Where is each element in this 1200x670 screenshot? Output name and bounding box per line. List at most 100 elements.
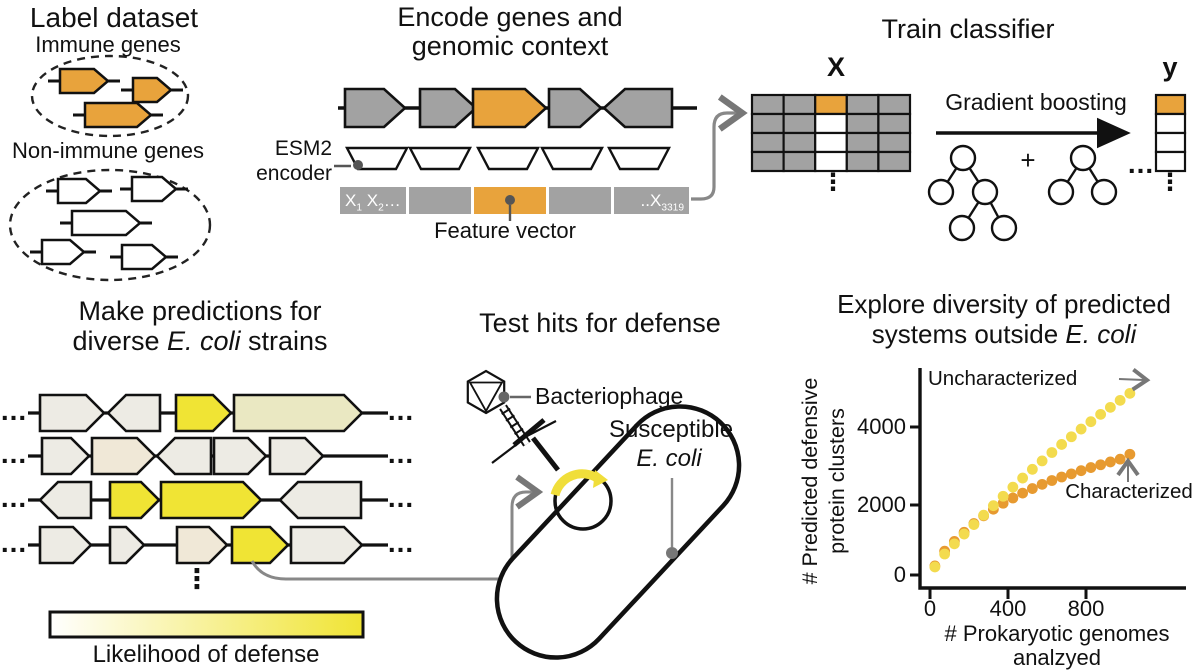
matrix-cell [750, 150, 785, 173]
scatter-dot-characterized [1056, 471, 1068, 483]
scatter-dot-uncharacterized [958, 528, 970, 540]
encode-genes-group [343, 87, 674, 129]
scatter-dot-characterized [1017, 487, 1029, 499]
gene-arrow [56, 177, 102, 205]
scatter-dot-uncharacterized [1095, 408, 1107, 420]
feature-vector-segment [549, 187, 611, 214]
train-classifier-title: Train classifier [881, 14, 1055, 44]
gene-arrow [174, 393, 233, 433]
plasmid-defense-gene [550, 469, 600, 497]
characterized-annotation: Characterized [1065, 480, 1193, 503]
gene-arrow [40, 238, 86, 266]
gene-arrow [131, 76, 173, 104]
scatter-dot-uncharacterized [1046, 447, 1058, 458]
scatter-dot-characterized [1036, 478, 1048, 490]
matrix-cell [782, 93, 817, 116]
phage-head [466, 369, 506, 415]
tree-node [1069, 144, 1097, 172]
uncharacterized-annotation: Uncharacterized [928, 367, 1078, 390]
immune-genes-group [48, 67, 183, 129]
y-vector-cell [1154, 131, 1187, 154]
scatter-x-axis-label-line1: # Prokaryotic genomes [944, 621, 1170, 646]
gene-arrow [38, 480, 93, 520]
explore-title-line1: Explore diversity of predicted [837, 289, 1171, 319]
feature-matrix [750, 93, 912, 173]
tree-node [990, 214, 1018, 242]
matrix-cell [877, 131, 912, 154]
scatter-dot-characterized [1124, 448, 1136, 460]
scatter-dot-characterized [1104, 456, 1116, 468]
label-dataset-title: Label dataset [29, 2, 199, 33]
tree-node [1047, 178, 1075, 206]
scatter-dot-characterized [1046, 475, 1058, 486]
gene-arrow [343, 87, 407, 129]
scatter-x-axis-label-line2: analzyed [1012, 645, 1102, 670]
scatter-dot-characterized [1085, 462, 1097, 473]
explore-title-line2: systems outside E. coli [871, 319, 1137, 349]
susceptible-label-line1: Susceptible [608, 416, 734, 443]
feature-vector-segment [340, 187, 406, 214]
feature-vector-dot [505, 195, 515, 205]
scatter-dot-uncharacterized [939, 548, 951, 560]
gene-arrow [58, 67, 110, 95]
predictions-title-line1: Make predictions for [78, 296, 322, 326]
trees-ellipsis: ... [1127, 148, 1155, 179]
row-ellipsis: ... [0, 438, 28, 469]
vector-to-matrix-arrow [691, 94, 748, 201]
esm2-encoder-trapezoids [345, 146, 671, 171]
prediction-rows [28, 393, 388, 565]
row-ellipsis: ... [387, 438, 415, 469]
gene-arrow [83, 101, 153, 129]
gene-arrow [278, 480, 363, 520]
plus-sign: + [1020, 145, 1036, 175]
scatter-dot-uncharacterized [997, 490, 1009, 502]
matrix-cell [814, 112, 848, 135]
scatter-dot-uncharacterized [1056, 439, 1068, 450]
plasmid-gene-arrowhead [593, 470, 608, 488]
immune-genes-ellipse [30, 54, 190, 138]
test-hits-title: Test hits for defense [479, 308, 721, 338]
scatter-dot-uncharacterized [1036, 455, 1048, 467]
gene-arrow [130, 175, 178, 203]
matrix-cell [814, 131, 848, 154]
x-tick-0: 0 [923, 596, 937, 621]
non-immune-genes-ellipse [8, 168, 212, 282]
matrix-ellipsis: ⋮ [821, 169, 845, 196]
uncharacterized-annotation-arrow [1118, 367, 1151, 392]
scatter-ticks [910, 425, 1088, 599]
y-tick-0: 0 [893, 562, 906, 587]
gene-arrow [106, 393, 162, 433]
gene-arrow [212, 436, 268, 476]
y-vector-ellipsis: ⋮ [1158, 169, 1182, 196]
scatter-dot-uncharacterized [1017, 472, 1029, 484]
matrix-cell [782, 112, 817, 135]
gene-arrow [155, 436, 213, 476]
gene-arrow [418, 87, 478, 129]
scatter-dot-uncharacterized [1075, 423, 1087, 435]
predictions-title-line2: diverse E. coli strains [72, 326, 328, 356]
gene-arrow [108, 525, 146, 565]
scatter-dot-uncharacterized [1085, 416, 1097, 428]
gene-arrow [159, 480, 263, 520]
y-vector-cell [1154, 150, 1187, 173]
x-tick-400: 400 [989, 596, 1027, 621]
scatter-axes [918, 368, 1186, 590]
ecoli-cell [494, 404, 742, 660]
esm2-label-line1: ESM2 [274, 137, 332, 160]
predictions-ellipsis: ⋮ [183, 564, 211, 594]
scatter-dot-characterized [1114, 453, 1126, 465]
row-ellipsis: ... [0, 527, 28, 558]
feature-vector-group [340, 187, 689, 214]
matrix-cell [782, 150, 817, 173]
esm2-encoder-label: ESM2 encoder [238, 136, 332, 186]
scatter-dot-uncharacterized [929, 561, 941, 573]
y-vector-cell [1154, 93, 1187, 116]
row-ellipsis: ... [0, 395, 28, 426]
matrix-cell [845, 93, 880, 116]
gradient-boosting-label: Gradient boosting [945, 89, 1127, 115]
tree-node [927, 178, 955, 206]
row-ellipsis: ... [0, 482, 28, 513]
scatter-dot-uncharacterized [1114, 394, 1126, 406]
